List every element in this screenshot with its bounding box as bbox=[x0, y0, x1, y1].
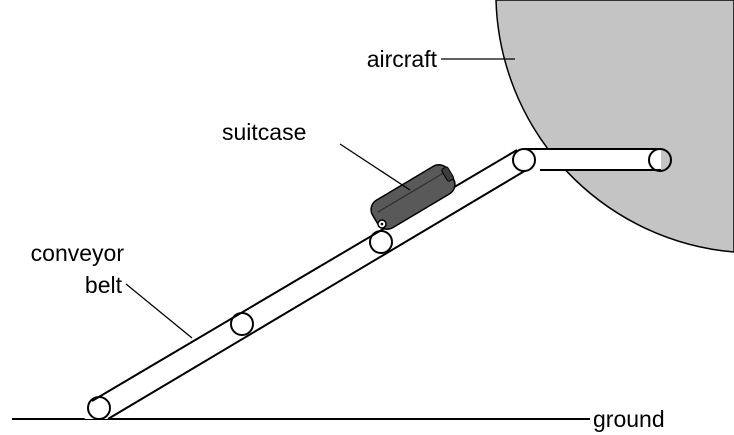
ground-label: ground bbox=[593, 406, 665, 432]
aircraft-label: aircraft bbox=[367, 46, 438, 72]
suitcase-label: suitcase bbox=[222, 119, 306, 145]
roller bbox=[512, 148, 536, 172]
conveyor-belt-band bbox=[84, 166, 533, 419]
suitcase bbox=[370, 164, 456, 230]
conveyor-belt-lower-edge bbox=[107, 165, 534, 420]
roller bbox=[87, 396, 111, 420]
roller bbox=[230, 312, 254, 336]
suitcase-leader-line bbox=[339, 143, 411, 191]
conveyor-belt bbox=[84, 149, 534, 420]
conveyor-platform-band bbox=[525, 150, 661, 170]
suitcase-handle bbox=[441, 166, 454, 182]
belt-label: belt bbox=[85, 272, 123, 298]
roller bbox=[648, 148, 672, 172]
roller bbox=[369, 230, 393, 254]
conveyor-label: conveyor bbox=[31, 240, 125, 266]
aircraft-body bbox=[495, 0, 734, 253]
conveyor-belt-leader-line bbox=[125, 283, 193, 339]
conveyor-platform bbox=[525, 148, 661, 171]
suitcase-wheel-hub bbox=[380, 222, 384, 226]
suitcase-seam bbox=[377, 172, 444, 213]
